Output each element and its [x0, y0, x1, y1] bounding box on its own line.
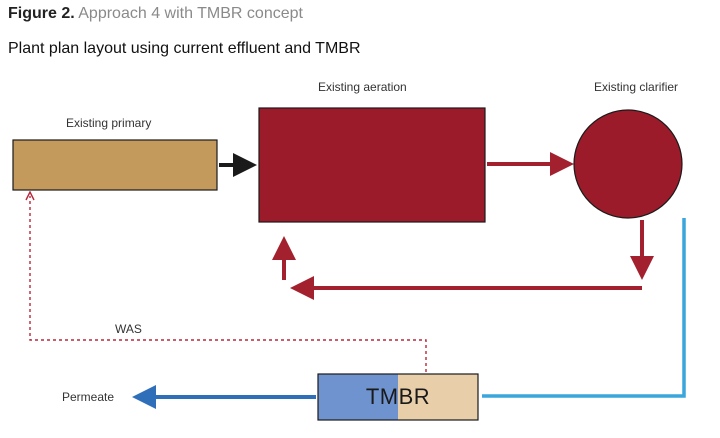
tmbr-label: TMBR	[365, 384, 431, 409]
clarifier-label: Existing clarifier	[594, 80, 679, 94]
figure-number: Figure 2.	[8, 5, 75, 22]
figure-subtitle: Plant plan layout using current effluent…	[8, 40, 361, 57]
clarifier	[573, 109, 683, 219]
effluent-line	[482, 218, 686, 398]
figure-title: Figure 2. Approach 4 with TMBR concept	[8, 5, 303, 23]
figure-caption: Approach 4 with TMBR concept	[78, 5, 303, 22]
tmbr-right-section	[398, 374, 478, 420]
aeration-basin	[258, 107, 486, 223]
tmbr-left-section	[318, 374, 398, 420]
aeration-label: Existing aeration	[318, 80, 407, 94]
tmbr-unit	[317, 373, 479, 421]
primary-label: Existing primary	[66, 116, 152, 130]
primary-tank	[12, 139, 218, 191]
was-label: WAS	[115, 322, 142, 336]
was-line	[30, 196, 427, 372]
permeate-label: Permeate	[62, 390, 115, 404]
